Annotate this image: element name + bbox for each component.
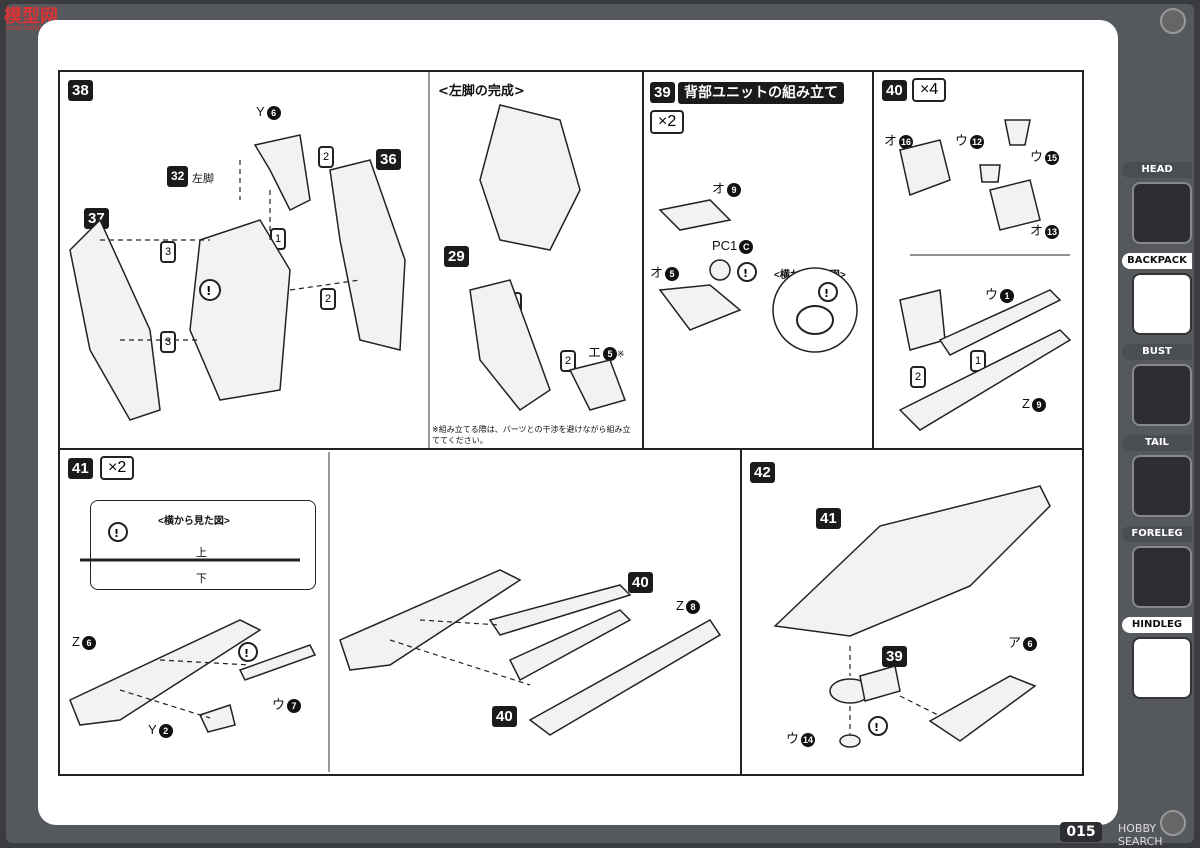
step38-diagram: ! [69,134,406,421]
tab-foreleg[interactable]: FORELEG [1120,524,1196,612]
step-number: 42 [750,462,775,483]
caution-icon [108,522,128,542]
assembly-note: ※組み立てる際は、パーツとの干渉を避けながら組み立ててください。 [432,425,631,445]
caution-icon [238,642,258,662]
sub-assembly-ref: 41 [816,508,841,529]
divider [328,452,330,772]
divider [642,72,644,448]
backpack-thumbnail-icon [1132,273,1192,335]
sub-assembly-ref: 36 [376,149,401,170]
orientation-bottom: 下 [196,573,207,585]
step-number: 39 [650,82,675,103]
head-thumbnail-icon [1132,182,1192,244]
svg-text:!: ! [206,284,211,298]
orientation-top: 上 [196,547,207,559]
svg-text:!: ! [743,267,748,280]
divider [428,72,430,448]
hindleg-thumbnail-icon [1132,637,1192,699]
sequence-tag: 3 [160,331,177,353]
step39-diagram: ! ! [658,199,858,353]
tab-bust[interactable]: BUST [1120,342,1196,430]
watermark-logo: 模型网 [4,6,58,27]
svg-text:!: ! [244,647,249,660]
page-number: 015 [1060,822,1102,842]
sub-assembly-ref: 32 [167,166,189,187]
watermark-url: moe-hobby.com [6,24,62,32]
sub-assembly-ref: 39 [882,646,907,667]
svg-text:!: ! [824,287,829,300]
divider [740,448,742,776]
divider [872,72,874,448]
side-view-caption: <横から見た図> [158,516,230,527]
sequence-tag: 2 [560,350,577,372]
step-title: 背部ユニットの組み立て [678,82,844,104]
bust-thumbnail-icon [1132,364,1192,426]
quantity-badge: ×2 [100,456,135,480]
sub-assembly-label: 左脚 [192,173,214,185]
sequence-tag: 2 [318,146,335,168]
category-sidebar: HEAD BACKPACK BUST TAIL FORELEG HINDLEG [1120,160,1196,706]
tail-thumbnail-icon [1132,455,1192,517]
part-37-plate [69,218,161,421]
part-y6 [253,134,311,212]
tab-hindleg[interactable]: HINDLEG [1120,615,1196,703]
sub-assembly-ref: 40 [628,572,653,593]
caution-icon [737,262,757,282]
tab-head[interactable]: HEAD [1120,160,1196,248]
step-number: 40 [882,80,907,101]
step-number: 38 [68,80,93,101]
watermark-footer: HOBBY SEARCH [1118,822,1163,848]
sub-assembly-ref: 29 [444,246,469,267]
sequence-tag: 3 [160,241,177,263]
left-leg-frame [189,219,291,401]
quantity-badge: ×2 [650,110,685,134]
tab-backpack[interactable]: BACKPACK [1120,251,1196,339]
step42-diagram: ! [773,485,1051,748]
left-leg-diagram [469,104,626,412]
instruction-grid [58,70,1084,776]
svg-text:!: ! [114,527,119,540]
sequence-tag: 2 [320,288,337,310]
divider [60,448,1084,450]
sequence-tag: 1 [970,350,987,372]
tab-tail[interactable]: TAIL [1120,433,1196,521]
step-number: 41 [68,458,93,479]
foreleg-thumbnail-icon [1132,546,1192,608]
sub-assembly-ref: 40 [492,706,517,727]
section-caption: <左脚の完成> [438,84,525,99]
step41-diagram: ! ! [69,522,722,736]
caution-icon [818,282,838,302]
screw-icon [1160,810,1186,836]
sequence-tag: 2 [910,366,927,388]
quantity-badge: ×4 [912,78,947,102]
step40-diagram [898,119,1072,431]
caution-icon [199,279,221,301]
screw-icon [1160,8,1186,34]
caution-icon [868,716,888,736]
part-36-armor [329,159,406,351]
svg-text:!: ! [874,721,879,734]
side-view-box [90,500,316,590]
